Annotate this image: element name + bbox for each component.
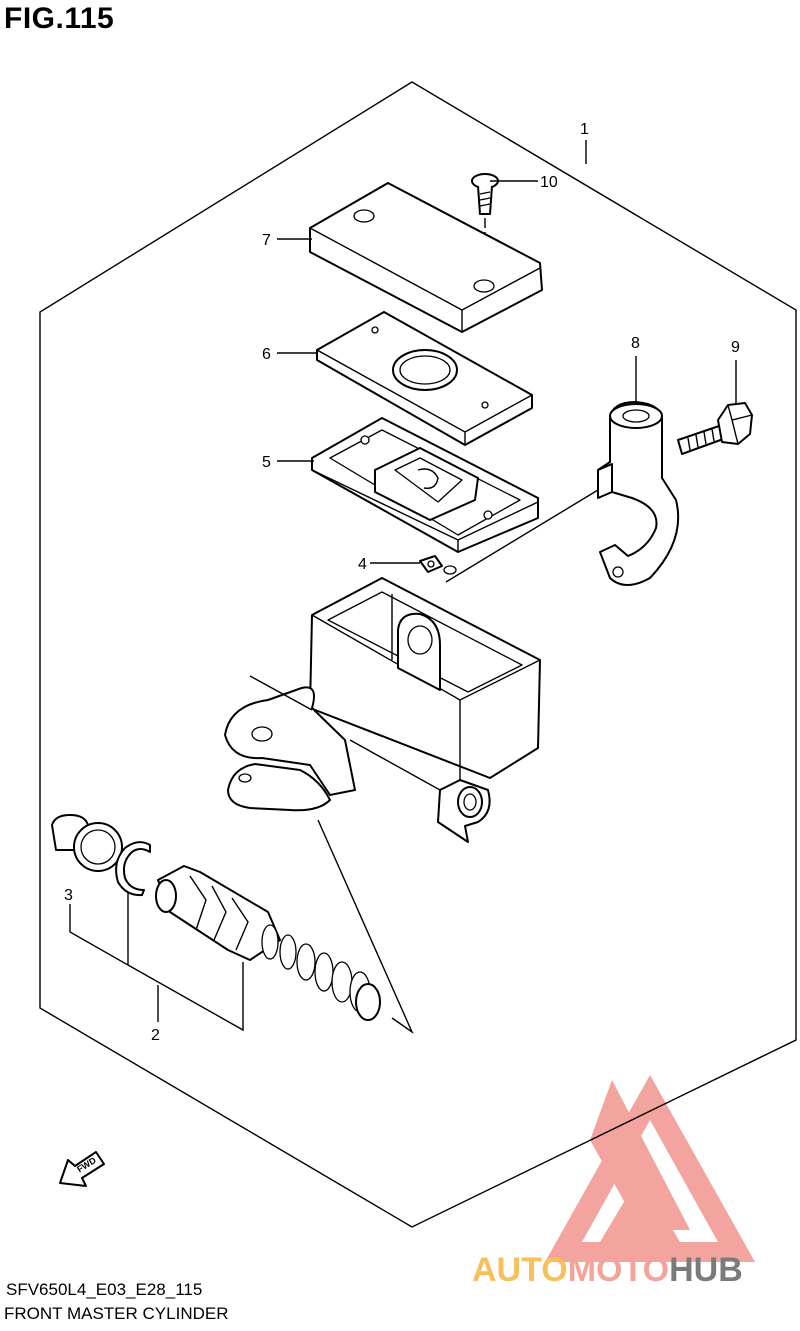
callout-5: 5 (262, 454, 271, 471)
diagram-name: FRONT MASTER CYLINDER (4, 1304, 229, 1323)
watermark-moto: MOTO (568, 1251, 669, 1289)
callout-6: 6 (262, 346, 271, 363)
callout-9: 9 (731, 339, 740, 356)
part-7-reservoir-cap (309, 182, 543, 333)
figure-title: FIG.115 (4, 2, 115, 35)
part-3-boot (51, 814, 123, 872)
callout-1: 1 (580, 121, 589, 138)
master-cylinder-body (224, 577, 541, 843)
part-circlip (115, 841, 151, 897)
callout-10: 10 (540, 174, 558, 191)
watermark-auto: AUTO (472, 1251, 568, 1289)
part-5-diaphragm (311, 417, 539, 553)
spring-coil (261, 924, 381, 1021)
callout-7: 7 (262, 232, 271, 249)
callout-leaders (69, 140, 737, 1032)
part-9-bolt (677, 402, 753, 455)
callout-8: 8 (631, 335, 640, 352)
watermark-hub: HUB (669, 1251, 743, 1289)
callout-3: 3 (64, 887, 73, 904)
fwd-arrow-icon: FWD (59, 1151, 105, 1187)
callout-2: 2 (151, 1027, 160, 1044)
part-8-clamp (597, 401, 680, 586)
callout-4: 4 (358, 556, 367, 573)
part-2-piston-assembly (155, 865, 381, 1021)
part-6-diaphragm-plate (316, 311, 533, 446)
automotohub-logo-icon (545, 1075, 755, 1262)
diagram-code: SFV650L4_E03_E28_115 (6, 1280, 203, 1299)
assembly-boundary (39, 81, 797, 1228)
part-4-clip (419, 555, 457, 575)
watermark-text: AUTOMOTOHUB (472, 1251, 743, 1289)
